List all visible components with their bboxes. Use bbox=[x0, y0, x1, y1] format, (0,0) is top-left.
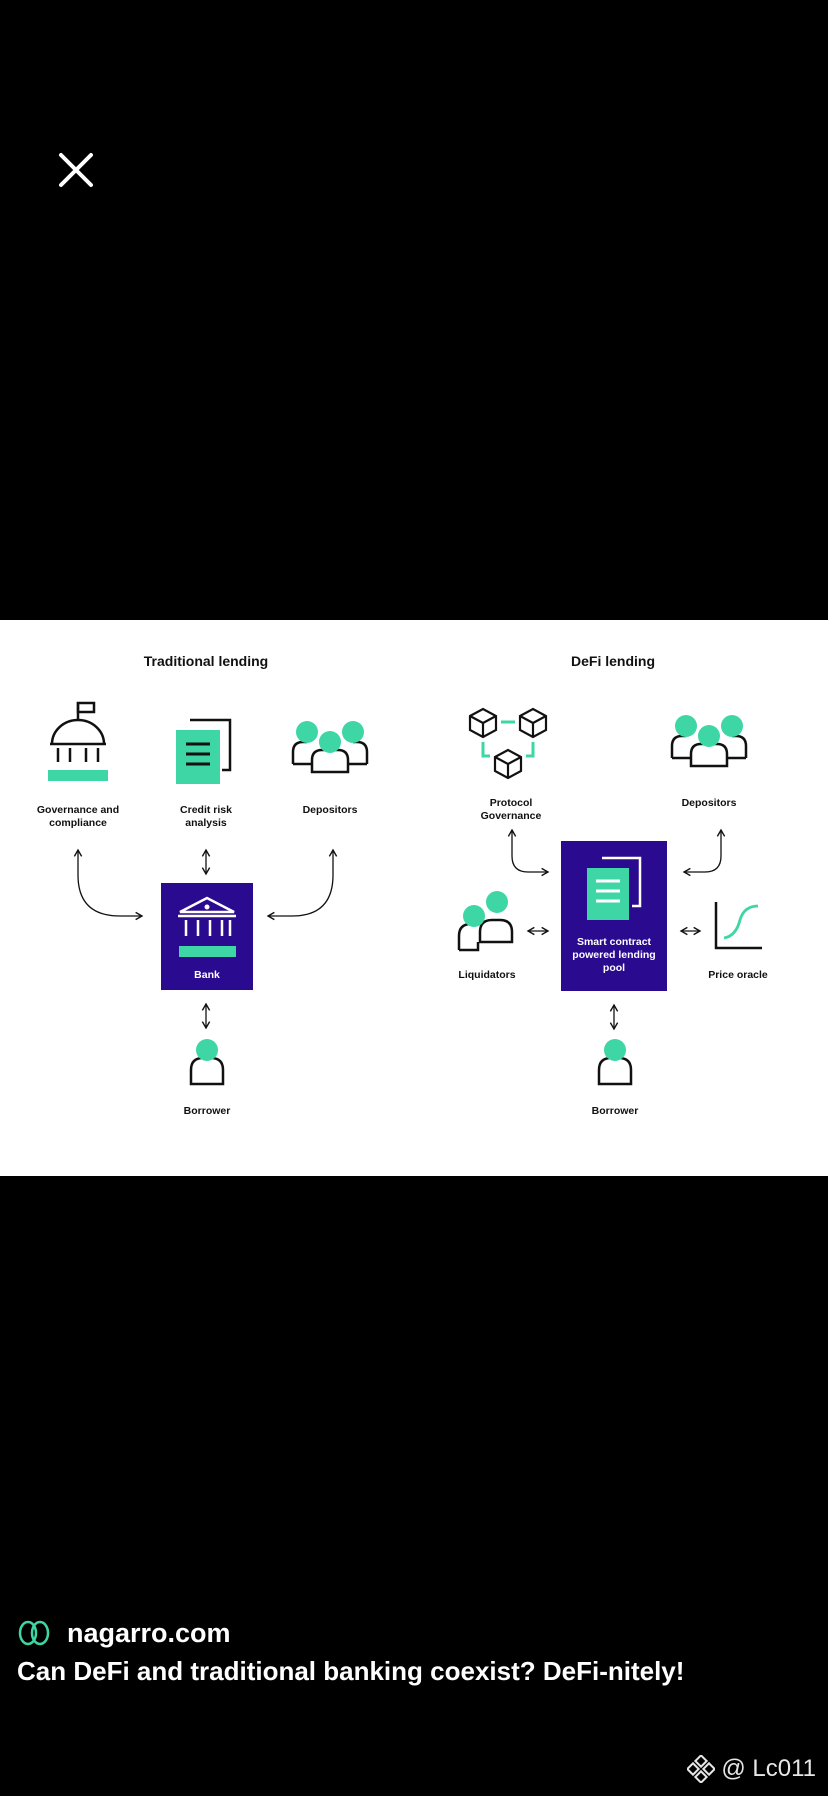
bank-label: Bank bbox=[194, 969, 220, 981]
defi-depositors-label: Depositors bbox=[682, 797, 737, 809]
credit-label-2: analysis bbox=[185, 817, 227, 829]
smart-contract-document-icon bbox=[587, 856, 642, 920]
close-icon bbox=[59, 153, 93, 187]
binance-logo-icon bbox=[687, 1755, 716, 1783]
arrow-depositors-pool bbox=[682, 828, 726, 877]
borrower-icon bbox=[189, 1039, 225, 1086]
bank-icon bbox=[178, 896, 236, 936]
close-button[interactable] bbox=[56, 150, 96, 190]
governance-label-1: Governance and bbox=[37, 804, 119, 816]
pool-label-1: Smart contract bbox=[577, 936, 652, 948]
depositors-label: Depositors bbox=[303, 804, 358, 816]
traditional-title: Traditional lending bbox=[144, 653, 268, 669]
price-chart-icon bbox=[714, 902, 762, 950]
defi-borrower-label: Borrower bbox=[592, 1105, 639, 1117]
source-domain: nagarro.com bbox=[67, 1617, 231, 1648]
credit-label-1: Credit risk bbox=[180, 804, 232, 816]
capitol-base bbox=[48, 770, 108, 781]
watermark: @ Lc011 bbox=[687, 1755, 816, 1783]
arrow-governance-bank bbox=[73, 848, 144, 921]
defi-depositors-group-icon bbox=[670, 715, 748, 768]
price-oracle-label: Price oracle bbox=[708, 969, 768, 981]
watermark-text: @ Lc011 bbox=[721, 1755, 816, 1782]
depositors-group-icon bbox=[291, 721, 369, 774]
protocol-label-1: Protocol bbox=[490, 797, 533, 809]
image-caption: Can DeFi and traditional banking coexist… bbox=[17, 1656, 685, 1686]
governance-label-2: compliance bbox=[49, 817, 107, 829]
bank-base bbox=[179, 946, 236, 957]
capitol-icon bbox=[50, 701, 106, 762]
defi-borrower-icon bbox=[597, 1039, 633, 1086]
blockchain-cubes-icon bbox=[468, 707, 548, 780]
liquidators-icon bbox=[457, 891, 514, 952]
diagram-image[interactable]: Traditional lending Governance and compl… bbox=[0, 620, 828, 1176]
arrow-protocol-pool bbox=[507, 828, 550, 877]
defi-title: DeFi lending bbox=[571, 653, 655, 669]
document-icon bbox=[176, 718, 232, 784]
nagarro-logo-icon bbox=[18, 1620, 50, 1646]
pool-label-2: powered lending bbox=[572, 949, 655, 961]
bank-box bbox=[161, 883, 253, 990]
liquidators-label: Liquidators bbox=[458, 969, 515, 981]
borrower-label: Borrower bbox=[184, 1105, 231, 1117]
lending-diagram: Traditional lending Governance and compl… bbox=[37, 653, 768, 1117]
protocol-label-2: Governance bbox=[481, 810, 542, 822]
arrow-depositors-bank bbox=[266, 848, 338, 921]
source-attribution[interactable]: nagarro.com bbox=[17, 1616, 231, 1650]
pool-label-3: pool bbox=[603, 962, 625, 974]
